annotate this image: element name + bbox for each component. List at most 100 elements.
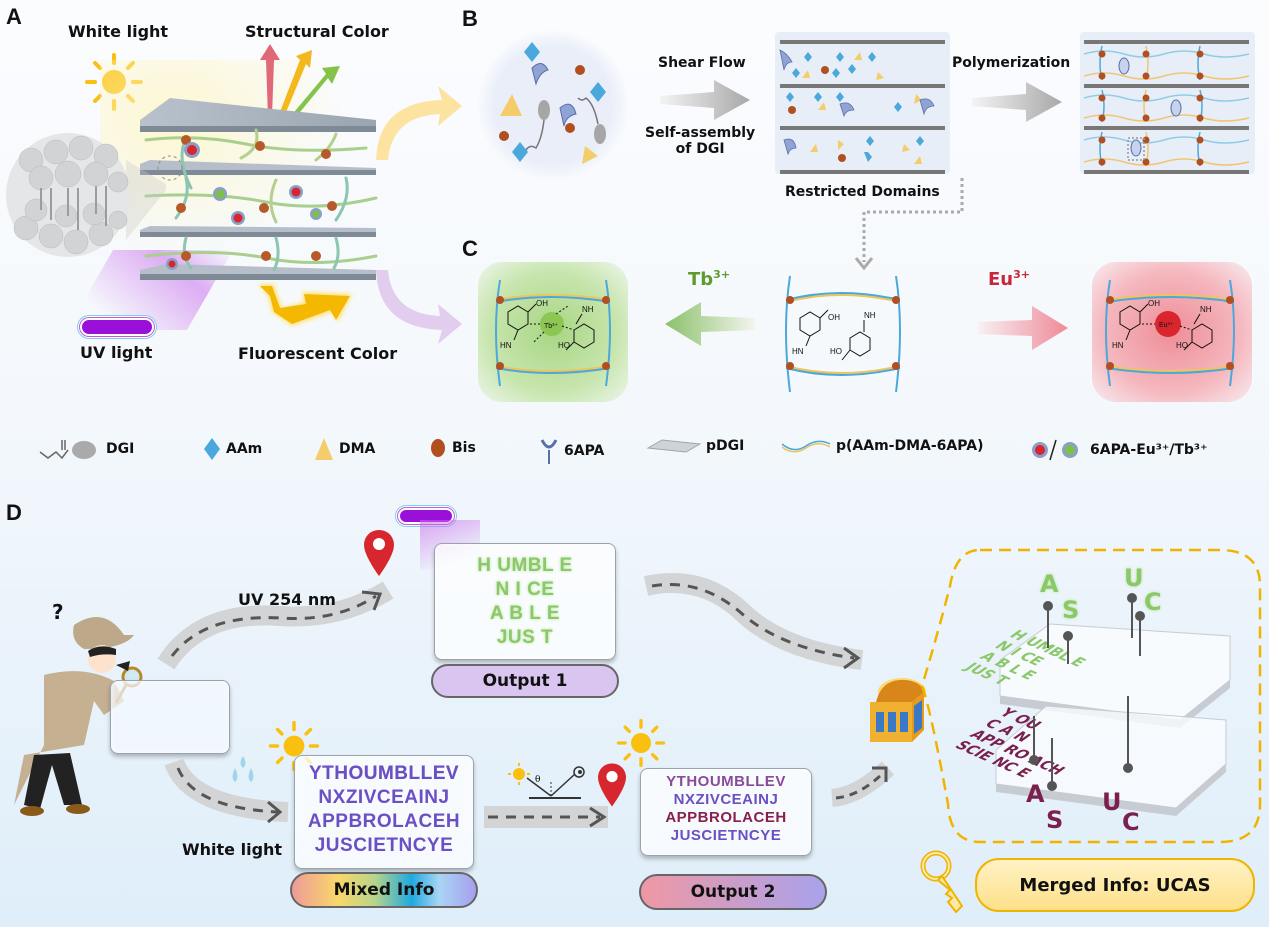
green-arrow-icon xyxy=(290,66,340,117)
free-hn: HN xyxy=(792,347,804,356)
output2-label-text: Output 2 xyxy=(690,882,776,902)
free-ligand-network: OH HN NH HO xyxy=(785,275,901,393)
panel-d-letter: D xyxy=(6,500,22,525)
white-light-d-label: White light xyxy=(182,840,283,859)
polymer-chain-icon xyxy=(781,440,831,453)
dgi-icon xyxy=(39,440,96,460)
panel-a-letter: A xyxy=(6,4,22,29)
question-mark: ? xyxy=(52,600,64,624)
bottom-letter-a: A xyxy=(1026,780,1045,808)
path-to-chest-2 xyxy=(830,761,895,807)
polymer-network-box xyxy=(1080,32,1255,174)
mixed-info-label: Mixed Info xyxy=(290,872,478,908)
tb-complex: OH HN NH HO Tb³⁺ xyxy=(495,279,611,387)
yellow-arrow-icon xyxy=(278,50,312,117)
bottom-letter-s: S xyxy=(1046,806,1064,834)
monomer-mixture-contents xyxy=(499,42,606,164)
eu-symbol: Eu xyxy=(988,269,1014,290)
tb-ion-label: Tb3+ xyxy=(688,268,730,290)
path-to-chest-1 xyxy=(643,573,864,670)
uv-path-arrow xyxy=(157,581,394,670)
legend-dgi-label: DGI xyxy=(106,441,135,457)
output1-row-3: A B L E xyxy=(489,603,560,624)
tb-center-label: Tb³⁺ xyxy=(544,323,559,330)
bottom-letter-u: U xyxy=(1102,788,1122,816)
eu-arrow-icon xyxy=(978,306,1068,350)
legend-complex-label: 6APA-Eu³⁺/Tb³⁺ xyxy=(1090,442,1208,458)
chem-ho: HO xyxy=(558,341,570,350)
sun-output2-icon xyxy=(616,718,666,768)
monomer-mixture xyxy=(478,30,628,180)
theta-label: θ xyxy=(535,775,540,785)
white-light-label: White light xyxy=(68,22,169,41)
aam-diamond-icon xyxy=(204,438,220,460)
location-pin-2-icon xyxy=(598,763,626,807)
water-drops-icon xyxy=(232,756,254,782)
restricted-domains-label: Restricted Domains xyxy=(785,184,940,200)
polymerization-label: Polymerization xyxy=(952,55,1071,71)
panel-c-letter: C xyxy=(462,236,478,261)
free-nh: NH xyxy=(864,311,876,320)
eu-ion-label: Eu3+ xyxy=(988,268,1030,290)
curved-arrow-to-c xyxy=(376,270,462,344)
treasure-chest-icon xyxy=(870,678,926,742)
bis-sphere-icon xyxy=(431,439,445,457)
top-letter-u: U xyxy=(1124,564,1144,592)
polymerization-arrow-icon xyxy=(972,82,1062,122)
output2-label: Output 2 xyxy=(639,874,827,910)
legend-pdgi-label: pDGI xyxy=(706,438,745,454)
tb-symbol: Tb xyxy=(688,269,714,290)
bottom-letter-c: C xyxy=(1122,808,1140,836)
path-to-output2 xyxy=(484,806,608,828)
output1-row-2: N I CE xyxy=(495,579,555,600)
mixed-info-label-text: Mixed Info xyxy=(333,880,435,900)
panel-b-letter: B xyxy=(462,6,478,31)
legend-bis: Bis xyxy=(430,438,476,458)
shear-arrow-icon xyxy=(660,80,750,120)
location-pin-icon xyxy=(364,530,394,576)
key-icon xyxy=(920,850,964,914)
free-oh: OH xyxy=(828,313,840,322)
output1-label-text: Output 1 xyxy=(482,671,568,691)
mixed-row-2: NXZIVCEAINJ xyxy=(318,787,450,808)
eu-charge: 3+ xyxy=(1013,268,1030,281)
chem-nh: NH xyxy=(582,305,594,314)
output2-row-1: YTHOUMBLLEV xyxy=(666,773,786,790)
structural-color-arrows xyxy=(260,44,340,117)
eu-chem-oh: OH xyxy=(1148,299,1160,308)
uv-254-label: UV 254 nm xyxy=(238,590,336,609)
legend-aam-label: AAm xyxy=(226,441,263,457)
legend-6apa-label: 6APA xyxy=(564,443,605,459)
output2-row-2: NXZIVCEAINJ xyxy=(673,791,779,808)
self-assembly-line1: Self-assembly xyxy=(645,125,756,141)
uv-lamp-icon xyxy=(82,320,152,334)
curved-arrow-to-b xyxy=(376,86,462,160)
free-ho: HO xyxy=(830,347,842,356)
legend-dma-label: DMA xyxy=(339,441,376,457)
white-light-path xyxy=(164,758,289,824)
output1-row-1: H UMBL E xyxy=(477,555,573,576)
uv-light-label: UV light xyxy=(80,343,153,362)
top-letter-s: S xyxy=(1062,596,1080,624)
red-arrow-icon xyxy=(260,44,280,117)
legend-pdgi: pDGI xyxy=(646,438,745,454)
mixed-row-3: APPBROLACEH xyxy=(307,811,461,832)
chem-oh: OH xyxy=(536,299,548,308)
chem-hn: HN xyxy=(500,341,512,350)
eu-chem-hn: HN xyxy=(1112,341,1124,350)
uv-lamp-d-icon xyxy=(400,510,452,522)
reflection-angle-icon: θ xyxy=(508,763,585,799)
tb-charge: 3+ xyxy=(713,268,731,281)
mixed-row-1: YTHOUMBLLEV xyxy=(295,762,473,786)
eu-chem-nh: NH xyxy=(1200,305,1212,314)
output2-row-3: APPBROLACEH xyxy=(665,809,787,826)
dgi-bilayer-zoom xyxy=(6,133,166,257)
output1-card: H UMBL E N I CE A B L E JUS T xyxy=(434,543,616,660)
dma-triangle-icon xyxy=(315,438,333,460)
top-letter-a: A xyxy=(1040,570,1059,598)
shear-flow-label: Shear Flow xyxy=(658,55,746,71)
output2-card: YTHOUMBLLEV NXZIVCEAINJ APPBROLACEH JUSC… xyxy=(640,768,812,856)
6apa-icon xyxy=(540,439,558,464)
merge-region-outline xyxy=(920,548,1262,844)
output1-label: Output 1 xyxy=(431,664,619,698)
